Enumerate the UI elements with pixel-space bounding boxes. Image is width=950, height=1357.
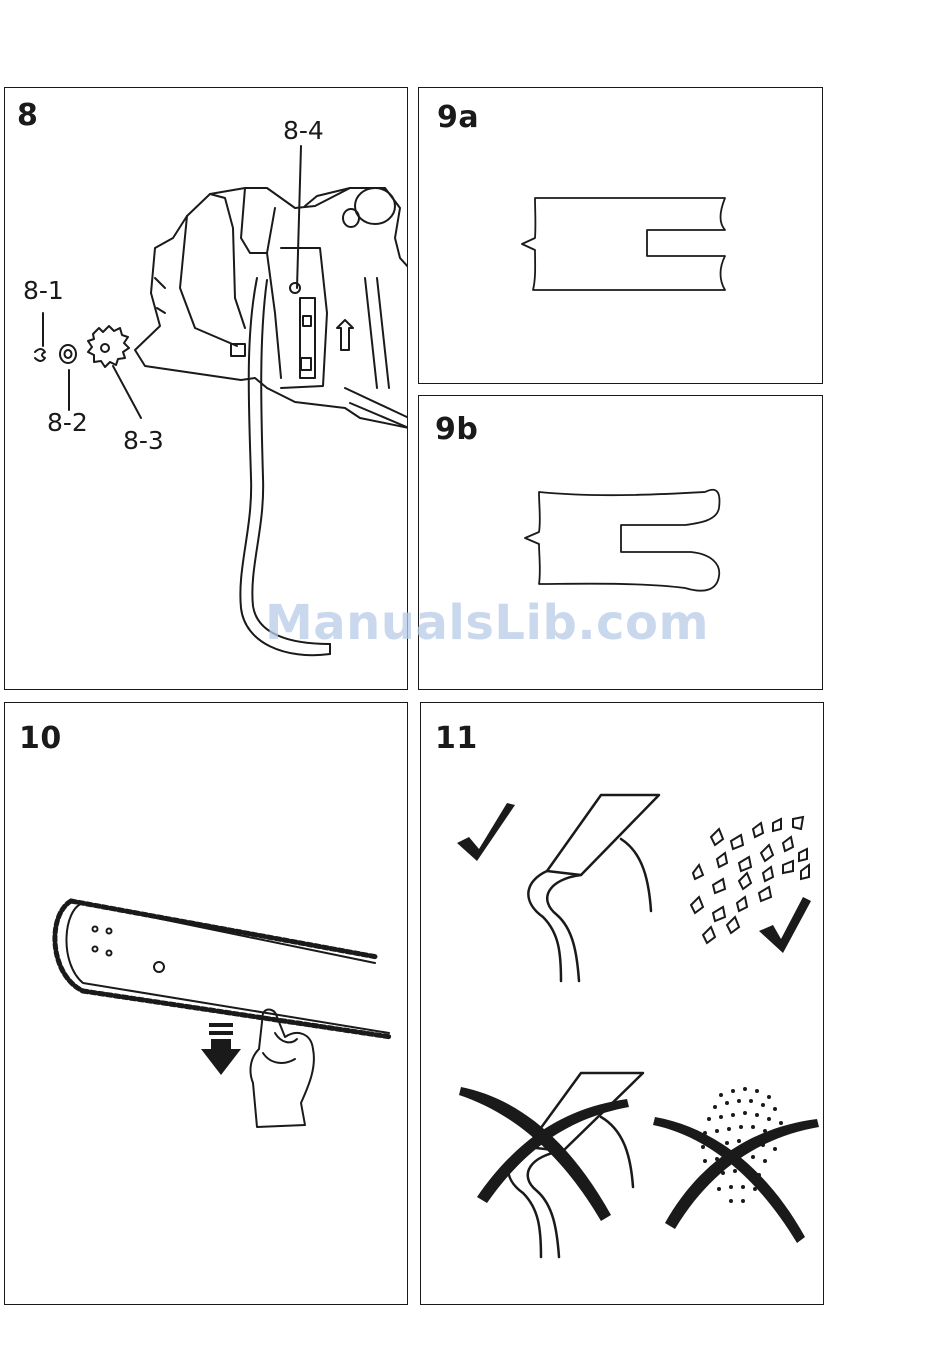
figure-11-panel: 11 (420, 702, 824, 1305)
check-mark-icon (759, 897, 811, 953)
sharpening-result-drawing (421, 703, 824, 1305)
cutter-depth-correct-drawing (419, 88, 823, 384)
cutter-depth-worn-drawing (419, 396, 823, 690)
figure-10-panel: 10 (4, 702, 408, 1305)
figure-8-panel: 8 8-4 8-1 8-2 8-3 (4, 87, 408, 690)
chain-tension-drawing (5, 703, 408, 1305)
check-mark-icon (457, 803, 515, 861)
chainsaw-drawing (5, 88, 408, 690)
cross-mark-icon (653, 1117, 819, 1243)
figure-9b-panel: 9b (418, 395, 823, 690)
figure-9a-panel: 9a (418, 87, 823, 384)
down-arrow-icon (201, 1023, 241, 1075)
